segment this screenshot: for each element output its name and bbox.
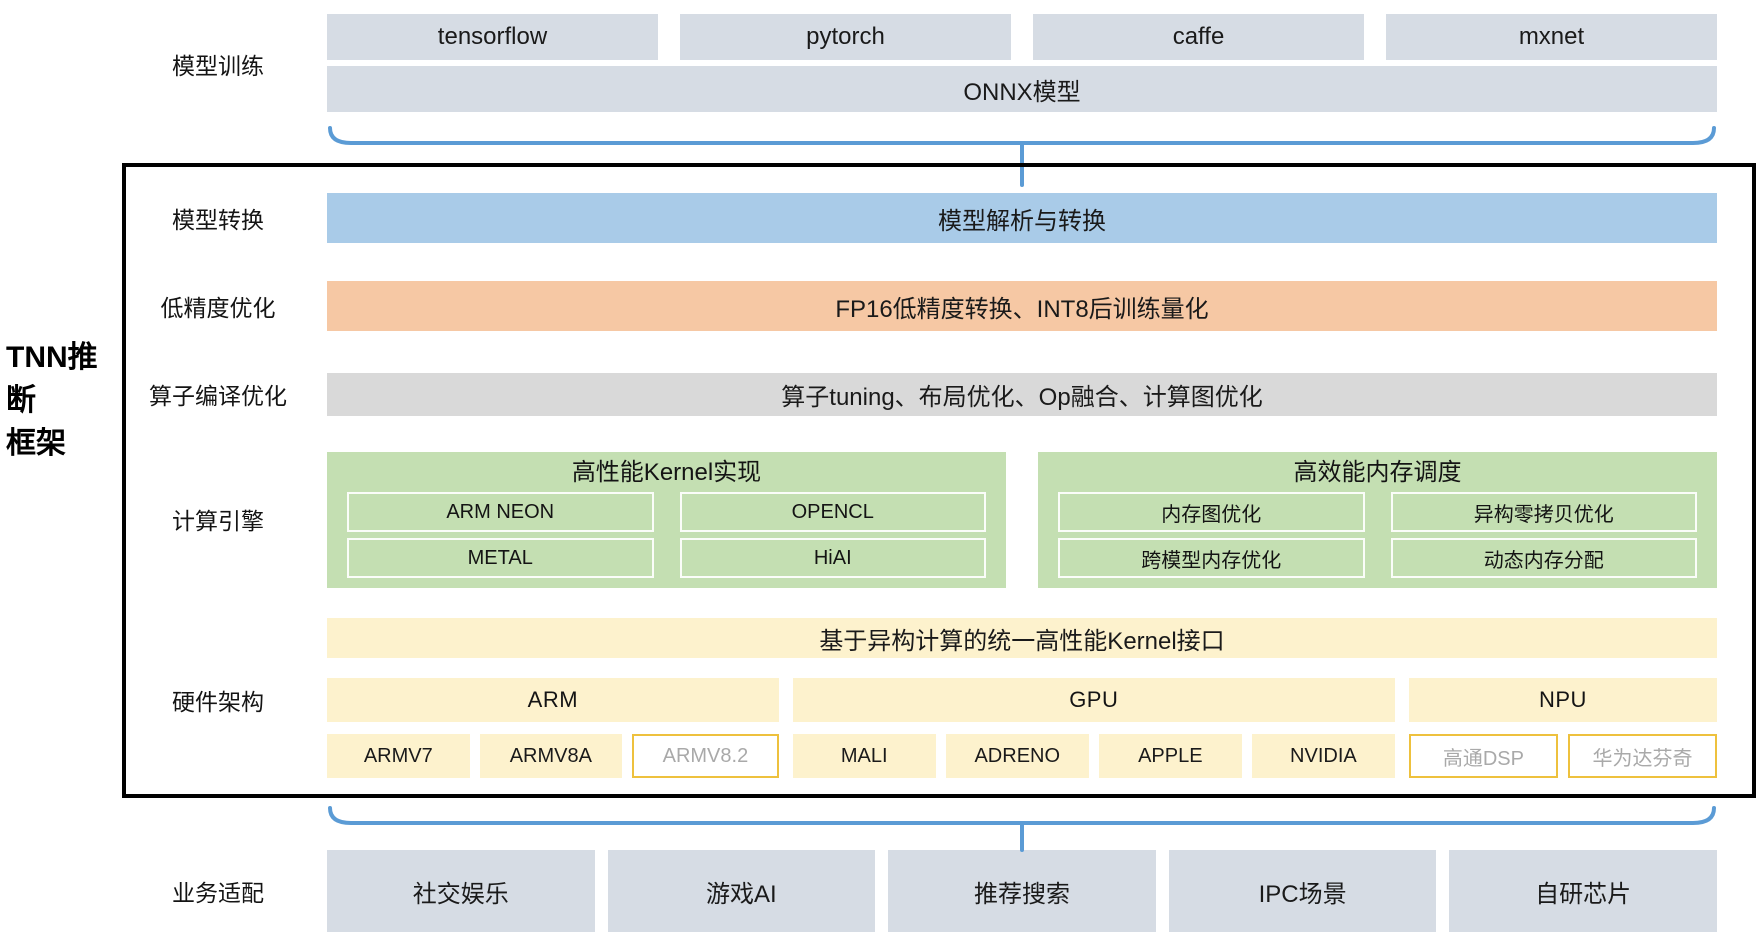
kernel-hiai: HiAI: [679, 538, 986, 578]
chip-mali: MALI: [792, 734, 936, 778]
operator-opt-text: 算子tuning、布局优化、Op融合、计算图优化: [781, 384, 1263, 411]
kernel-impl-title: 高性能Kernel实现: [571, 459, 762, 486]
hw-group-npu: NPU 高通DSP 华为达芬奇: [1408, 678, 1717, 778]
chip-armv7: ARMV7: [327, 734, 470, 778]
chip-apple: APPLE: [1098, 734, 1242, 778]
hw-kernel-api-banner: 基于异构计算的统一高性能Kernel接口: [327, 618, 1717, 658]
memory-cross-model: 跨模型内存优化: [1058, 538, 1365, 578]
memory-sched-title: 高效能内存调度: [1293, 459, 1462, 486]
business-ipc: IPC场景: [1168, 850, 1437, 932]
hw-group-gpu: GPU MALI ADRENO APPLE NVIDIA: [792, 678, 1395, 778]
memory-zero-copy: 异构零拷贝优化: [1390, 492, 1697, 532]
framework-tensorflow: tensorflow: [327, 14, 658, 60]
memory-sched-box: 高效能内存调度 内存图优化 异构零拷贝优化 跨模型内存优化 动态内存分配: [1038, 452, 1717, 588]
chip-huawei-davinci: 华为达芬奇: [1567, 734, 1717, 778]
business-recommend: 推荐搜索: [888, 850, 1156, 932]
hw-head-gpu: GPU: [792, 678, 1395, 722]
onnx-model-box: ONNX模型: [327, 66, 1717, 112]
kernel-opencl: OPENCL: [679, 492, 986, 532]
hw-head-arm: ARM: [327, 678, 779, 722]
hw-group-arm: ARM ARMV7 ARMV8A ARMV8.2: [327, 678, 779, 778]
business-self-chip: 自研芯片: [1449, 850, 1717, 932]
business-row: 社交娱乐 游戏AI 推荐搜索 IPC场景 自研芯片: [327, 850, 1717, 932]
brace-training-to-frame: [328, 126, 1716, 187]
chip-adreno: ADRENO: [945, 734, 1089, 778]
compute-engine-section: 高性能Kernel实现 ARM NEON OPENCL METAL HiAI 高…: [327, 452, 1717, 588]
frame-title-line1: TNN推断: [6, 341, 98, 417]
memory-dynamic-alloc: 动态内存分配: [1390, 538, 1697, 578]
low-precision-text: FP16低精度转换、INT8后训练量化: [835, 295, 1209, 323]
onnx-row: ONNX模型: [327, 66, 1717, 112]
training-frameworks-row: tensorflow pytorch caffe mxnet: [327, 14, 1717, 60]
hw-kernel-api-text: 基于异构计算的统一高性能Kernel接口: [819, 627, 1225, 655]
label-model-training: 模型训练: [172, 53, 264, 79]
model-conversion-band: 模型解析与转换: [327, 193, 1717, 243]
model-conversion-text: 模型解析与转换: [938, 207, 1106, 235]
chip-qualcomm-dsp: 高通DSP: [1408, 734, 1558, 778]
low-precision-band: FP16低精度转换、INT8后训练量化: [327, 281, 1717, 331]
hw-chips-npu: 高通DSP 华为达芬奇: [1408, 734, 1717, 778]
label-operator-opt: 算子编译优化: [149, 383, 287, 409]
framework-pytorch: pytorch: [680, 14, 1011, 60]
label-hardware-arch: 硬件架构: [172, 689, 264, 715]
hw-head-npu: NPU: [1408, 678, 1717, 722]
brace-frame-to-business: [328, 806, 1716, 852]
hw-chips-arm: ARMV7 ARMV8A ARMV8.2: [327, 734, 779, 778]
business-social: 社交娱乐: [327, 850, 595, 932]
business-game-ai: 游戏AI: [607, 850, 876, 932]
framework-mxnet: mxnet: [1386, 14, 1717, 60]
kernel-impl-grid: ARM NEON OPENCL METAL HiAI: [347, 492, 986, 578]
kernel-impl-box: 高性能Kernel实现 ARM NEON OPENCL METAL HiAI: [327, 452, 1006, 588]
chip-armv8a: ARMV8A: [479, 734, 623, 778]
kernel-metal: METAL: [347, 538, 654, 578]
memory-graph-opt: 内存图优化: [1058, 492, 1365, 532]
chip-nvidia: NVIDIA: [1251, 734, 1395, 778]
frame-title-line2: 框架: [6, 427, 66, 460]
frame-title: TNN推断 框架: [6, 336, 124, 465]
hardware-groups: ARM ARMV7 ARMV8A ARMV8.2 GPU MALI ADRENO…: [327, 678, 1717, 778]
label-business-adapt: 业务适配: [172, 880, 264, 906]
memory-sched-grid: 内存图优化 异构零拷贝优化 跨模型内存优化 动态内存分配: [1058, 492, 1697, 578]
label-model-conversion: 模型转换: [172, 207, 264, 233]
framework-caffe: caffe: [1033, 14, 1364, 60]
hw-chips-gpu: MALI ADRENO APPLE NVIDIA: [792, 734, 1395, 778]
chip-armv8-2: ARMV8.2: [632, 734, 779, 778]
label-compute-engine: 计算引擎: [172, 508, 264, 534]
operator-opt-band: 算子tuning、布局优化、Op融合、计算图优化: [327, 373, 1717, 416]
label-low-precision: 低精度优化: [160, 295, 276, 321]
kernel-arm-neon: ARM NEON: [347, 492, 654, 532]
